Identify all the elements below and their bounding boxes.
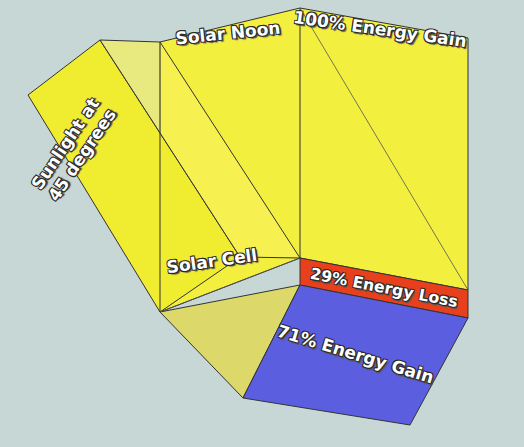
energy-gain-band: 71% Energy Gain	[243, 285, 470, 427]
cell-label: Solar Cell	[146, 243, 277, 280]
box-diagonal	[300, 8, 468, 290]
noon-label: Solar Noon	[152, 16, 303, 51]
box-edge	[160, 42, 161, 312]
band-fill	[243, 285, 468, 425]
gain-label: 100% Energy Gain	[285, 7, 476, 53]
box-edge	[300, 8, 301, 258]
beam-label: Sunlight at 45 degrees	[24, 89, 124, 210]
beam-side-face	[100, 40, 300, 258]
